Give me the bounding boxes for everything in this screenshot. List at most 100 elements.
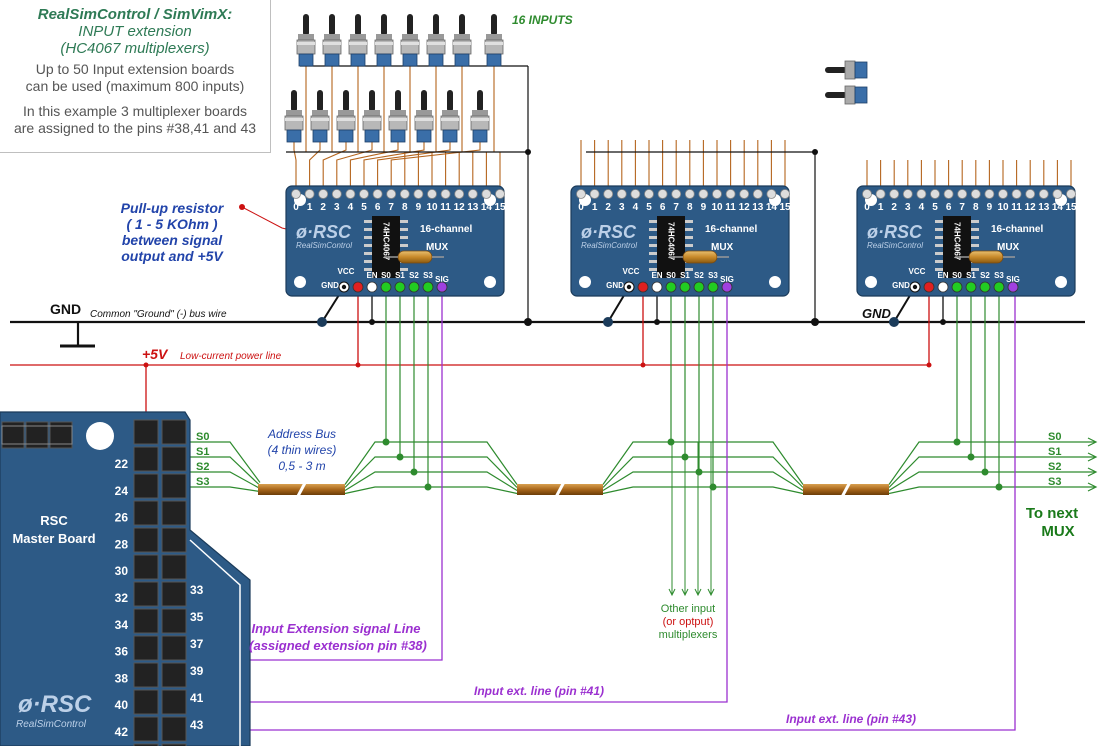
master-pin-label-43: 43: [190, 718, 204, 732]
mux-channel-pin: [359, 189, 369, 199]
mux-channel-pin: [413, 189, 424, 199]
toggle-switch-bottom-6: [440, 90, 460, 143]
address-junction: [667, 438, 675, 446]
mux-pin-label: S0: [952, 271, 962, 280]
mux-channel-label: 4: [919, 202, 925, 213]
master-header-pin: [161, 419, 187, 445]
mux-bottom-pin: [394, 281, 406, 293]
mux-channel-label: 6: [375, 202, 381, 213]
toggle-highlight: [363, 118, 381, 121]
mux-gnd-label: GND: [321, 281, 339, 290]
mux-channel-pin: [930, 189, 940, 199]
mux-mux-label: MUX: [711, 242, 734, 253]
mux-channel-pin: [916, 189, 927, 199]
mux-channel-pin: [399, 189, 410, 199]
mux-channel-label: 11: [440, 202, 451, 213]
mux-bottom-pin: [721, 281, 733, 293]
pullup-leader-dot: [239, 204, 245, 210]
mux-chip-leg: [364, 236, 372, 239]
signal-label-38a: Input Extension signal Line: [251, 621, 420, 636]
master-header-pin: [161, 662, 187, 688]
toggle-switch-bottom-3: [362, 90, 382, 143]
gnd-junction: [317, 317, 327, 327]
title-para2b: are assigned to the pins #38,41 and 43: [13, 120, 257, 136]
mux-chip-leg: [649, 236, 657, 239]
toggle-nut: [486, 34, 502, 40]
mux-chip-label: 74HC4067: [382, 222, 391, 261]
mux-channel-label: 14: [766, 202, 778, 213]
mux-pin-label: S2: [409, 271, 419, 280]
mux-channel-label: 11: [725, 202, 736, 213]
address-wire: [602, 471, 804, 492]
mux-pin-label: S3: [423, 271, 433, 280]
toggle-base: [338, 129, 354, 143]
toggle-lever: [355, 14, 361, 36]
mux-channel-pin: [318, 189, 329, 199]
vcc-junction: [143, 362, 149, 368]
address-wire: [344, 471, 518, 492]
master-header-pin: [161, 689, 187, 715]
address-junction: [410, 468, 418, 476]
toggle-lever: [303, 14, 309, 36]
address-junction: [953, 438, 961, 446]
toggle-switch-top-7: [484, 14, 504, 67]
toggle-nut: [402, 34, 418, 40]
toggle-switch-top-2: [348, 14, 368, 67]
mux-mount-hole: [1055, 276, 1067, 288]
mux-channel-pin: [589, 189, 600, 199]
toggle-highlight: [389, 118, 407, 121]
toggle-lever: [433, 14, 439, 36]
mux-title-label: 16-channel: [705, 224, 757, 235]
mux-channel-pin: [386, 189, 397, 199]
inputs-label: 16 INPUTS: [512, 13, 573, 27]
mux-channel-pin: [752, 189, 763, 199]
bus-label-right-S2: S2: [1048, 461, 1061, 473]
address-wire: [888, 456, 1095, 488]
toggle-lever: [407, 14, 413, 36]
toggle-base: [428, 53, 444, 67]
mux-pin-label: S3: [994, 271, 1004, 280]
mux-channel-pin: [684, 189, 695, 199]
mux-bottom-pin: [380, 281, 392, 293]
pullup-label-l1: Pull-up resistor: [121, 200, 225, 216]
toggle-lever: [421, 90, 427, 112]
mux-channel-pin: [427, 189, 437, 199]
address-junction: [396, 453, 404, 461]
master-name1: RSC: [40, 513, 68, 528]
mux-chip-leg: [364, 252, 372, 255]
master-header-pin: [161, 500, 187, 526]
toggle-highlight: [337, 118, 355, 121]
title-line3: (HC4067 multiplexers): [60, 40, 210, 57]
vcc-junction: [355, 362, 361, 368]
mux-channel-pin: [1025, 189, 1036, 199]
mux-title-label: 16-channel: [991, 224, 1043, 235]
gnd-junction: [889, 317, 899, 327]
switch-wire: [493, 66, 501, 190]
master-header-pin: [133, 446, 159, 472]
master-header-pin: [161, 446, 187, 472]
mux-chip-leg: [935, 220, 943, 223]
master-header-pin: [133, 527, 159, 553]
address-bus-label-l2: (4 thin wires): [268, 443, 337, 457]
pullup-label-l4: output and +5V: [121, 248, 224, 264]
mux-chip-leg: [400, 228, 408, 231]
master-header-pin: [161, 635, 187, 661]
address-wire: [602, 486, 804, 495]
bus-label-right-S3: S3: [1048, 476, 1061, 488]
mux-pin-label: S3: [708, 271, 718, 280]
master-logo-text: RealSimControl: [16, 719, 87, 730]
switch-wire: [363, 142, 425, 190]
mux-channel-pin: [984, 189, 995, 199]
mux-bottom-pin: [923, 281, 935, 293]
master-header-pin: [161, 527, 187, 553]
master-pin-label-26: 26: [115, 511, 129, 525]
master-header-pin: [133, 743, 159, 746]
mux-channel-pin: [970, 189, 981, 199]
mux-gnd-pin-core: [341, 284, 347, 290]
mux-chip-leg: [935, 268, 943, 271]
toggle-lever: [329, 14, 335, 36]
signal-line-41: [173, 287, 728, 703]
master-header-pin: [133, 662, 159, 688]
mux-channel-pin: [957, 189, 968, 199]
